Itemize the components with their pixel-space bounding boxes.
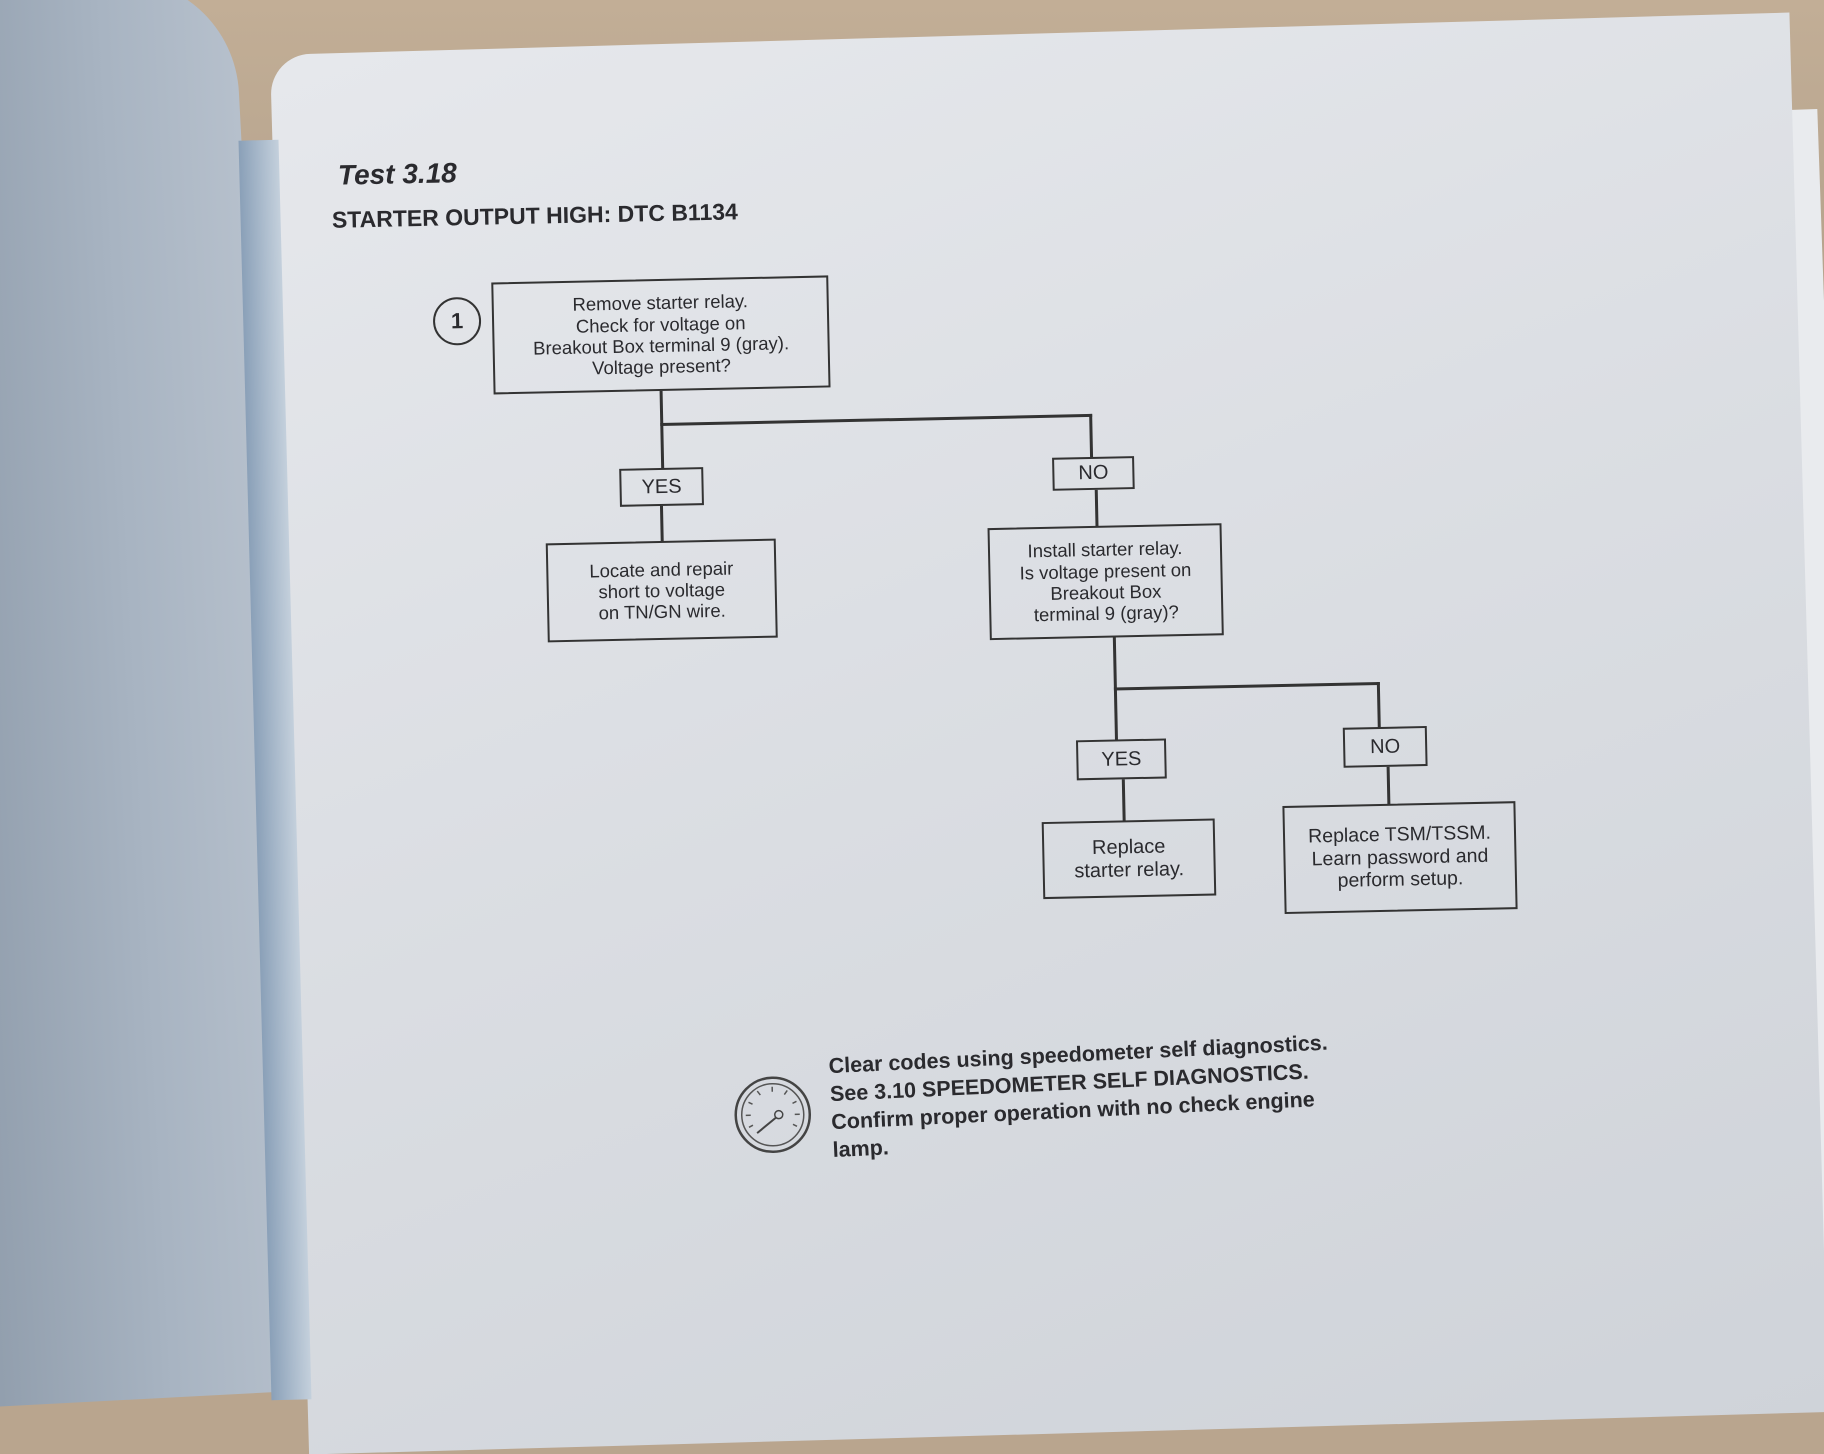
flowchart-content: Test 3.18 STARTER OUTPUT HIGH: DTC B1134… (0, 0, 1824, 1387)
connector (660, 414, 1092, 426)
clear-codes-note: Clear codes using speedometer self diagn… (828, 1030, 1332, 1165)
connector (1114, 682, 1380, 691)
test-title: STARTER OUTPUT HIGH: DTC B1134 (332, 198, 738, 233)
connector (660, 506, 664, 542)
repair-short-box: Locate and repair short to voltage on TN… (546, 539, 778, 643)
replace-relay-box: Replace starter relay. (1042, 818, 1217, 899)
connector (1095, 490, 1099, 527)
connector (1089, 414, 1093, 458)
step1-box: Remove starter relay. Check for voltage … (491, 275, 830, 394)
connector (1387, 767, 1391, 805)
step2-box: Install starter relay. Is voltage presen… (988, 523, 1224, 640)
no-label-1: NO (1052, 456, 1135, 491)
connector (660, 391, 665, 469)
speedometer-icon (732, 1074, 814, 1156)
step-number-badge: 1 (433, 297, 482, 346)
test-label: Test 3.18 (338, 157, 457, 191)
yes-label-1: YES (619, 467, 704, 507)
connector (1377, 682, 1381, 728)
yes-label-2: YES (1076, 738, 1167, 780)
connector (1122, 779, 1126, 821)
no-label-2: NO (1343, 726, 1428, 768)
replace-tsm-box: Replace TSM/TSSM. Learn password and per… (1282, 801, 1517, 914)
